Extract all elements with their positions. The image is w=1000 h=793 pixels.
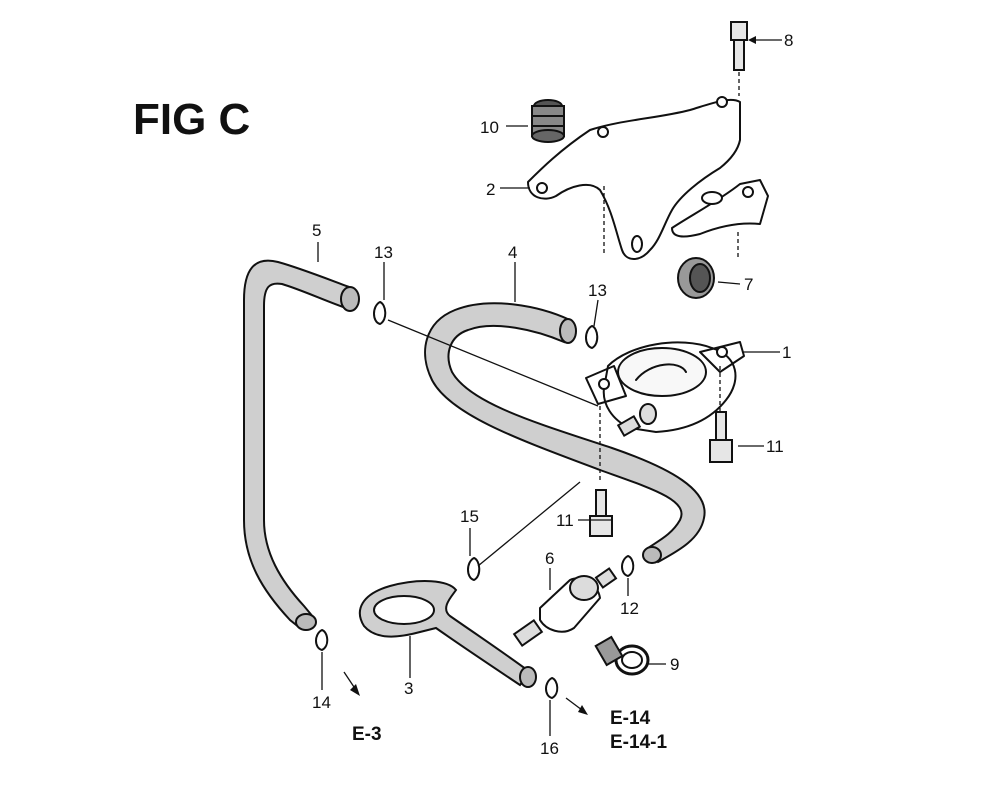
clip-16: [545, 677, 559, 699]
label-part-16: 16: [540, 739, 559, 758]
clip-14: [315, 629, 329, 651]
hose-4: [424, 302, 706, 564]
label-part-8: 8: [784, 31, 793, 50]
label-part-3: 3: [404, 679, 413, 698]
label-part-12: 12: [620, 599, 639, 618]
reference-e14-1: E-14-1: [610, 732, 667, 753]
label-part-11-right: 11: [766, 437, 784, 456]
label-part-4: 4: [508, 243, 517, 262]
clip-12: [621, 555, 635, 577]
label-part-15: 15: [460, 507, 479, 526]
bracket-2: [527, 96, 769, 260]
label-part-11-lower: 11: [556, 511, 574, 530]
bolt-8: [730, 21, 748, 96]
label-part-5: 5: [312, 221, 321, 240]
label-part-7: 7: [744, 275, 753, 294]
hose-clamp-9: [594, 635, 650, 676]
label-part-2: 2: [486, 180, 495, 199]
bolt-11-right: [709, 411, 733, 463]
label-part-13-left: 13: [374, 243, 393, 262]
fuel-pump-1: [585, 341, 745, 480]
clip-15: [467, 557, 481, 581]
grommet-7: [677, 257, 715, 299]
grommet-10: [531, 99, 565, 143]
label-part-6: 6: [545, 549, 554, 568]
clip-13-right: [585, 325, 599, 349]
fuel-filter-6: [512, 567, 618, 648]
hose-5: [243, 259, 360, 631]
label-part-14: 14: [312, 693, 331, 712]
clip-13-left: [373, 301, 387, 325]
label-part-9: 9: [670, 655, 679, 674]
hose-3: [359, 580, 537, 688]
figure-title: FIG C: [133, 95, 250, 144]
bolt-11-lower: [589, 489, 613, 537]
leader-lines: [317, 36, 782, 736]
label-part-13-right: 13: [588, 281, 607, 300]
reference-e14: E-14: [610, 708, 651, 729]
label-part-1: 1: [782, 343, 791, 362]
label-part-10: 10: [480, 118, 499, 137]
reference-e3: E-3: [352, 724, 382, 745]
